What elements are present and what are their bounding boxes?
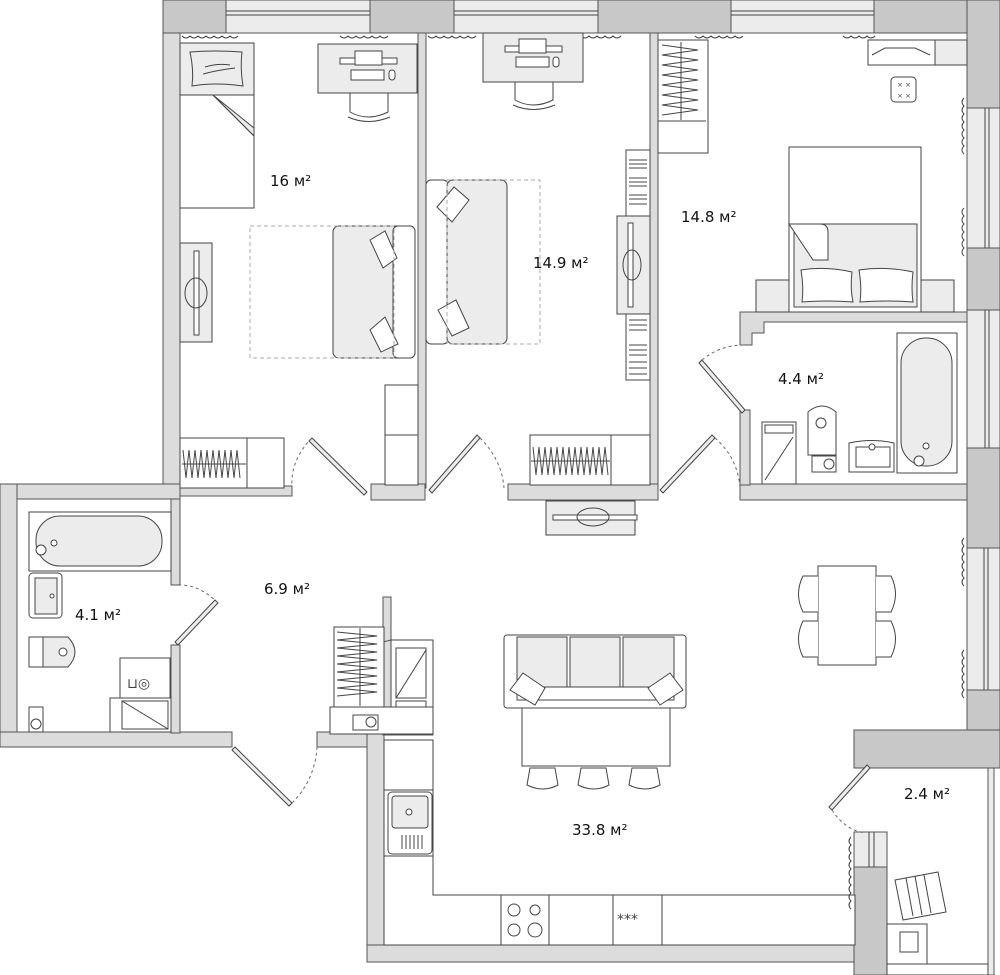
bedroom-2-furniture — [425, 32, 651, 536]
room-area-bedroom-3: 14.8 м² — [681, 208, 737, 226]
hallway-furniture — [329, 626, 434, 735]
bathroom-2-fixtures — [761, 332, 958, 485]
room-area-bedroom-1: 16 м² — [270, 172, 312, 190]
windows — [225, 0, 1000, 975]
balcony-furniture — [886, 871, 989, 975]
room-area-bathroom-2: 4.4 м² — [778, 370, 824, 388]
svg-text:× ×: × × — [897, 81, 911, 89]
kitchen-living-furniture: *** — [384, 565, 896, 946]
curtains — [181, 35, 965, 910]
room-area-balcony: 2.4 м² — [904, 785, 950, 803]
bedroom-1-furniture — [179, 42, 419, 489]
bedroom-3-furniture: × × × × — [657, 39, 968, 313]
room-area-hallway: 6.9 м² — [264, 580, 310, 598]
room-area-bathroom-1: 4.1 м² — [75, 606, 121, 624]
bathroom-1-fixtures: ⊔◎ — [28, 511, 172, 733]
svg-text:***: *** — [617, 912, 638, 928]
doors — [174, 344, 871, 834]
svg-text:⊔◎: ⊔◎ — [127, 676, 150, 692]
svg-text:× ×: × × — [897, 92, 911, 100]
room-area-bedroom-2: 14.9 м² — [533, 254, 589, 272]
room-area-kitchen-living: 33.8 м² — [572, 821, 628, 839]
